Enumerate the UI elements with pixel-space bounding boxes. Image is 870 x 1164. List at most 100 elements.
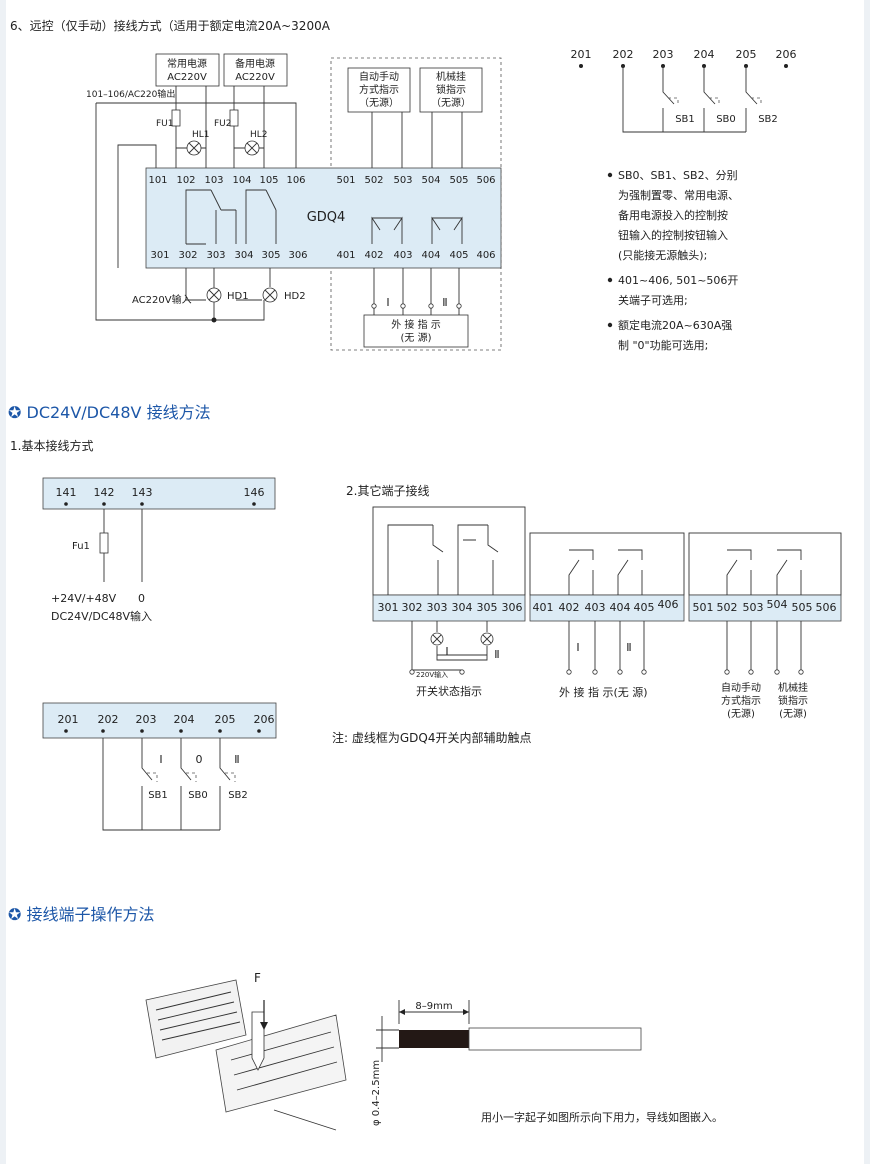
g1-roman-one: Ⅰ bbox=[445, 645, 448, 658]
s1-sb-terminals: 201 202 203 204 205 206 bbox=[571, 48, 797, 61]
terminal-label: 302 bbox=[402, 601, 423, 614]
v220-label: 220V输入 bbox=[416, 670, 448, 679]
dc-sb-actuators bbox=[147, 772, 236, 782]
terminal-dot bbox=[257, 729, 261, 733]
backup-source-label: 备用电源 bbox=[235, 57, 275, 70]
sb-switch-wires bbox=[622, 66, 758, 133]
note1-line5: (只能接无源触头); bbox=[618, 248, 707, 262]
terminal-dot bbox=[179, 729, 183, 733]
main-source-voltage: AC220V bbox=[167, 72, 207, 83]
terminal-label: 506 bbox=[816, 601, 837, 614]
dc-sb1-label: SB1 bbox=[148, 790, 168, 801]
s1-bottom-terminals-a: 301 302 303 304 305 306 bbox=[150, 250, 307, 261]
terminal-label: 201 bbox=[58, 713, 79, 726]
connector-right-body bbox=[215, 1014, 347, 1113]
terminal-label: 104 bbox=[232, 175, 251, 186]
backup-source-box bbox=[223, 53, 288, 87]
connector-right-slots bbox=[230, 1031, 338, 1091]
ext-indicator-line2: (无 源) bbox=[401, 331, 432, 344]
g1-lamp-cross bbox=[482, 634, 492, 644]
bullet bbox=[607, 172, 613, 178]
g3-terminal-block bbox=[688, 594, 842, 622]
s3-heading: ✪ 接线端子操作方法 bbox=[8, 905, 155, 924]
terminal-label: 142 bbox=[94, 486, 115, 499]
source-wires bbox=[175, 86, 265, 168]
s2-heading: ✪ DC24V/DC48V 接线方法 bbox=[8, 403, 211, 422]
s2-sub1: 1.基本接线方式 bbox=[10, 438, 93, 453]
ext-indicator-label: 外 接 指 示(无 源) bbox=[559, 685, 648, 699]
screwdriver bbox=[251, 1011, 265, 1071]
terminal-label: 302 bbox=[178, 250, 197, 261]
hd2-label: HD2 bbox=[284, 291, 306, 302]
g3-outline bbox=[688, 532, 842, 596]
terminal-101-wire bbox=[117, 144, 157, 168]
g2-roman-one: Ⅰ bbox=[576, 641, 579, 654]
sb2-label: SB2 bbox=[758, 114, 778, 125]
s1-top-terminals-b: 501 502 503 504 505 506 bbox=[336, 175, 495, 186]
terminal-label: 304 bbox=[234, 250, 253, 261]
s3-caption: 用小一字起子如图所示向下用力，导线如图嵌入。 bbox=[481, 1110, 723, 1124]
force-arrowhead bbox=[260, 1022, 268, 1030]
roman-two: Ⅱ bbox=[442, 296, 447, 309]
terminal-label: 204 bbox=[694, 48, 715, 61]
terminal-label: 206 bbox=[254, 713, 275, 726]
terminal-label: 106 bbox=[286, 175, 305, 186]
ext-indicator-line1: 外 接 指 示 bbox=[391, 318, 441, 331]
note3-line1: 额定电流20A~630A强 bbox=[618, 318, 732, 332]
g3-wires bbox=[726, 621, 802, 670]
g2-outline bbox=[529, 532, 685, 596]
output-wires bbox=[95, 102, 297, 321]
terminal-label: 102 bbox=[176, 175, 195, 186]
fu1-label: FU1 bbox=[156, 119, 174, 129]
dc-sb-terminals: 201 202 203 204 205 206 bbox=[58, 713, 275, 726]
g3-contacts bbox=[726, 549, 802, 595]
terminal-label: 205 bbox=[215, 713, 236, 726]
note1-line1: SB0、SB1、SB2、分别 bbox=[618, 169, 738, 182]
s1-top-terminals-a: 101 102 103 104 105 106 bbox=[148, 175, 305, 186]
g2-terminal-block bbox=[529, 594, 685, 622]
inserted-wire bbox=[273, 1109, 337, 1131]
wiring-diagram-canvas: 6、远控（仅手动）接线方式（适用于额定电流20A~3200A 常用电源 AC22… bbox=[8, 18, 842, 1131]
terminal-label: 406 bbox=[476, 250, 495, 261]
dc-fuse bbox=[99, 532, 109, 554]
terminal-label: 306 bbox=[288, 250, 307, 261]
g2-roman-two: Ⅱ bbox=[626, 641, 631, 654]
terminal-label: 201 bbox=[571, 48, 592, 61]
roman-one: Ⅰ bbox=[386, 296, 389, 309]
terminal-label: 304 bbox=[452, 601, 473, 614]
mech-ind-line2: 锁指示 bbox=[778, 694, 808, 707]
terminal-dot bbox=[101, 729, 105, 733]
g3-terminals: 501 502 503 504 505 506 bbox=[693, 598, 837, 614]
terminal-label: 143 bbox=[132, 486, 153, 499]
terminal-block-illustration bbox=[145, 979, 347, 1131]
terminal-label: 202 bbox=[98, 713, 119, 726]
term-open bbox=[798, 669, 804, 675]
terminal-label: 305 bbox=[261, 250, 280, 261]
sb-mark-one: Ⅰ bbox=[159, 753, 162, 766]
bare-conductor bbox=[399, 1030, 469, 1048]
terminal-label: 203 bbox=[653, 48, 674, 61]
mech-indicator-line2: 锁指示 bbox=[436, 83, 466, 96]
device-label: GDQ4 bbox=[307, 210, 346, 225]
g1-terminal-block bbox=[372, 594, 526, 622]
terminal-label: 503 bbox=[743, 601, 764, 614]
hd-wires bbox=[117, 168, 271, 301]
term-open bbox=[371, 303, 377, 309]
g2-contacts bbox=[568, 549, 643, 595]
terminal-label: 406 bbox=[658, 598, 679, 611]
ext-indicator-box bbox=[363, 314, 469, 348]
terminal-label: 502 bbox=[364, 175, 383, 186]
terminal-label: 504 bbox=[767, 598, 788, 611]
auto-ind-line2: 方式指示 bbox=[721, 694, 761, 707]
indicator-wires bbox=[371, 112, 463, 168]
term-open bbox=[641, 669, 647, 675]
term-open bbox=[428, 303, 434, 309]
terminal-label: 502 bbox=[717, 601, 738, 614]
dc-sb-terminal-block bbox=[42, 702, 277, 739]
main-source-label: 常用电源 bbox=[167, 57, 207, 70]
terminal-label: 301 bbox=[378, 601, 399, 614]
output-label: 101–106/AC220输出 bbox=[86, 88, 175, 100]
terminal-label: 403 bbox=[393, 250, 412, 261]
auto-indicator-line2: 方式指示 bbox=[359, 83, 399, 96]
ext-lead bbox=[373, 308, 460, 315]
